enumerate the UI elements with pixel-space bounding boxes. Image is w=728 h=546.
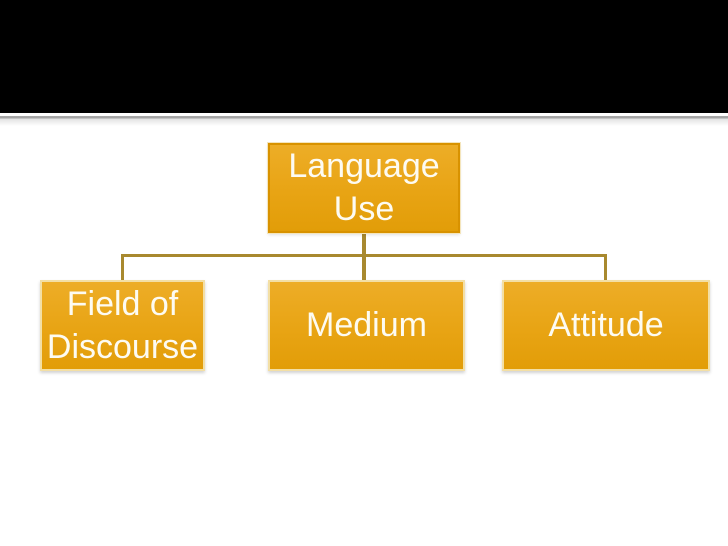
node-label: Medium <box>306 306 427 345</box>
header-divider <box>0 113 728 127</box>
node-language-use: Language Use <box>268 143 460 233</box>
connector-drop-left <box>121 254 124 280</box>
node-medium: Medium <box>268 280 465 371</box>
node-label: Field of Discourse <box>46 284 199 366</box>
connector-drop-right <box>604 254 607 280</box>
node-field-of-discourse: Field of Discourse <box>40 280 205 371</box>
node-label: Attitude <box>548 306 664 345</box>
node-attitude: Attitude <box>502 280 710 371</box>
node-label: Language Use <box>288 147 440 228</box>
slide-title-bar <box>0 0 728 113</box>
connector-horizontal <box>121 254 607 257</box>
